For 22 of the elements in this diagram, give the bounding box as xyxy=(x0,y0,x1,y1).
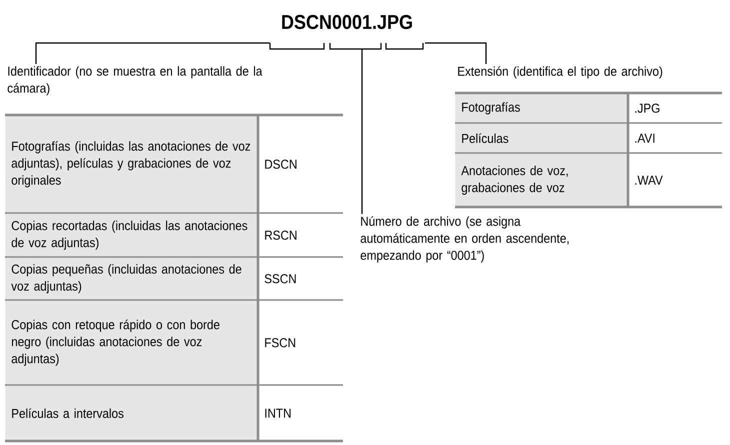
table-cell: Copias recortadas (incluidas las anotaciones de voz adjuntas) xyxy=(5,213,258,258)
table-cell: Anotaciones de voz, grabaciones de voz xyxy=(455,153,628,208)
table-cell: SSCN xyxy=(264,274,296,284)
annotation-text: Extensión (identifica el tipo de archivo) xyxy=(458,66,662,78)
table-cell: .WAV xyxy=(635,176,663,185)
leader-line xyxy=(361,49,363,214)
leader-line xyxy=(425,42,487,64)
table-cell: Copias con retoque rápido o con borde negro (incluidas anotaciones de voz adjuntas) xyxy=(5,300,258,386)
table-cell: .AVI xyxy=(635,134,654,143)
table-cell: Fotografías xyxy=(455,93,628,124)
table-cell: .JPG xyxy=(635,104,660,113)
table-cell: Películas a intervalos xyxy=(5,385,258,442)
title: DSCN0001.JPG xyxy=(282,14,412,30)
table-cell: DSCN xyxy=(265,160,296,169)
annotation-text: Número de archivo (se asigna automáticamente en orden ascendente, empezando por “0001”) xyxy=(360,216,569,262)
table-cell: Copias pequeñas (incluidas anotaciones de voz adjuntas) xyxy=(5,257,258,300)
annotation-text: Identificador (no se muestra en la pantalla de la cámara) xyxy=(8,66,262,96)
table-cell: Películas xyxy=(455,123,628,154)
table-cell: INTN xyxy=(265,408,291,418)
leader-line xyxy=(35,42,270,64)
table-cell: FSCN xyxy=(265,338,296,348)
table-cell: RSCN xyxy=(265,230,296,240)
